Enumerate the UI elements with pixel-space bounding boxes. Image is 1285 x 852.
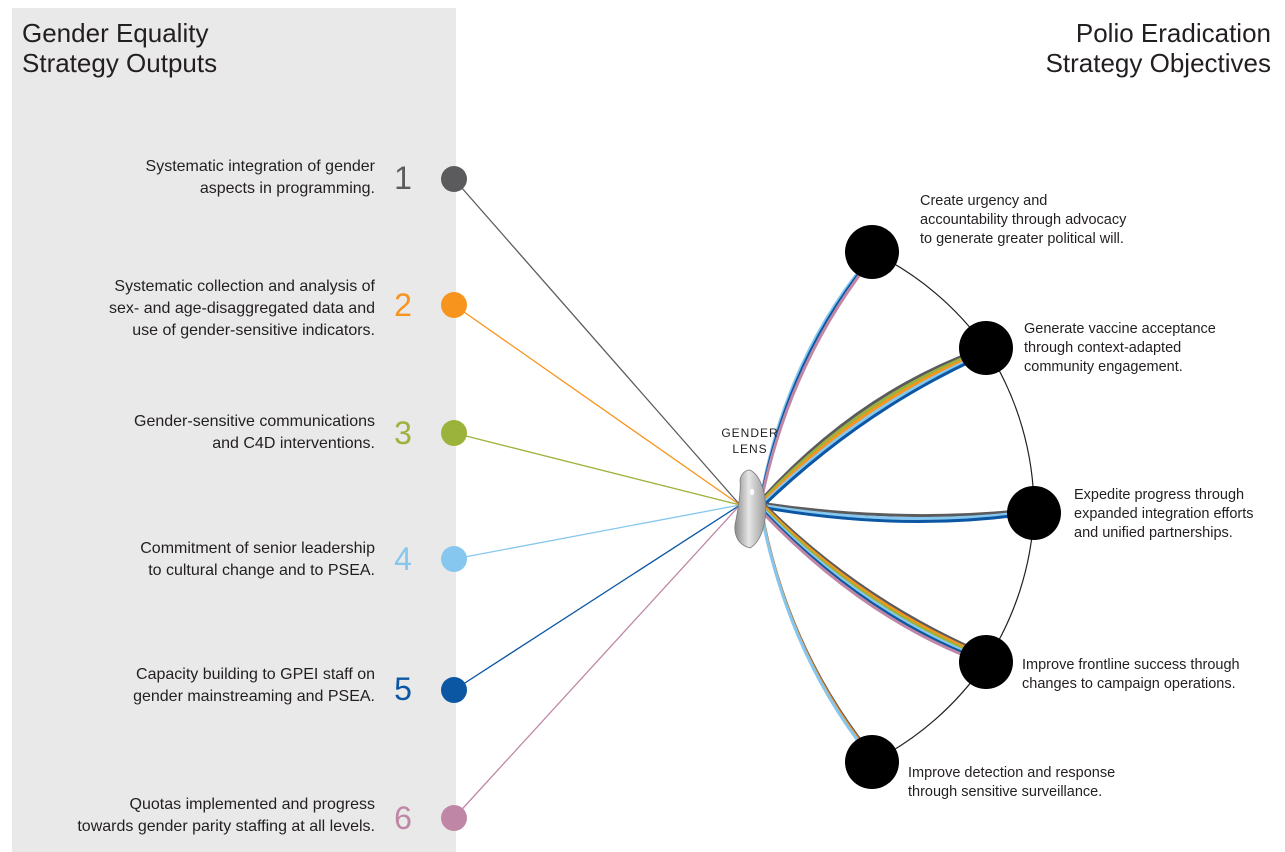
output-1-connector [453, 178, 741, 506]
objective-5-link-4 [758, 505, 869, 755]
objective-text-line: accountability through advocacy [920, 212, 1127, 228]
output-4-number: 4 [394, 541, 412, 577]
output-5-text: Capacity building to GPEI staff on gende… [45, 664, 375, 708]
objective-text-line: Create urgency and [920, 193, 1048, 209]
output-3-text: Gender-sensitive communications and C4D … [45, 411, 375, 455]
objective-text-line: to generate greater political will. [920, 231, 1124, 247]
output-6-text: Quotas implemented and progress towards … [45, 794, 375, 838]
objective-text-line: changes to campaign operations. [1022, 676, 1236, 692]
objectives-title-line: Polio Eradication [1075, 18, 1271, 48]
output-5-connector [453, 504, 741, 691]
lens-label-line: GENDER [721, 426, 779, 440]
outputs-title-line: Gender Equality [22, 18, 209, 48]
objective-text-line: community engagement. [1024, 359, 1183, 375]
objective-3-text: Expedite progress through expanded integ… [1074, 486, 1254, 543]
outputs-title-line: Strategy Outputs [22, 48, 218, 78]
objective-4-circle [959, 635, 1013, 689]
output-text-line: Systematic integration of gender [145, 158, 375, 175]
output-text-line: Commitment of senior leadership [140, 540, 375, 557]
output-2-text: Systematic collection and analysis of se… [45, 276, 375, 342]
output-6-number: 6 [394, 800, 412, 836]
objective-4-link-6 [758, 508, 978, 662]
objective-3-circle [1007, 486, 1061, 540]
output-text-line: towards gender parity staffing at all le… [77, 818, 375, 835]
objective-5-circle [845, 735, 899, 789]
output-text-line: aspects in programming. [199, 180, 375, 197]
output-6-dot [441, 805, 467, 831]
lens-label-line: LENS [732, 442, 768, 456]
objective-text-line: Expedite progress through [1074, 487, 1245, 503]
objectives-title-line: Strategy Objectives [1045, 48, 1271, 78]
outputs-panel [12, 8, 456, 852]
objective-circles [845, 225, 1061, 789]
output-text-line: Gender-sensitive communications [134, 413, 375, 430]
objective-2-link-4 [758, 355, 978, 509]
output-text-line: sex- and age-disaggregated data and [109, 300, 375, 317]
gender-lens-label: GENDER LENS [712, 425, 788, 457]
output-1-dot [441, 166, 467, 192]
output-5-dot [441, 677, 467, 703]
outputs-title: Gender Equality Strategy Outputs [22, 18, 322, 78]
objective-text-line: and unified partnerships. [1074, 525, 1233, 541]
output-3-number: 3 [394, 415, 412, 451]
output-3-dot [441, 420, 467, 446]
output-text-line: Systematic collection and analysis of [114, 278, 375, 295]
objective-4-link-2 [758, 500, 978, 654]
output-6-connector [453, 504, 741, 819]
output-connectors [453, 178, 741, 819]
objective-1-text: Create urgency and accountability throug… [920, 192, 1126, 249]
objective-text-line: Improve detection and response [908, 765, 1116, 781]
objective-text-line: expanded integration efforts [1074, 506, 1254, 522]
output-text-line: Quotas implemented and progress [129, 796, 375, 813]
objective-connectors [758, 259, 1024, 755]
objective-4-link-1 [758, 498, 978, 652]
output-text-line: and C4D interventions. [212, 435, 375, 452]
objective-3-link-4 [758, 503, 1024, 521]
objective-text-line: Improve frontline success through [1022, 657, 1240, 673]
objective-5-text: Improve detection and response through s… [908, 764, 1115, 802]
output-dots [441, 166, 467, 831]
output-2-dot [441, 292, 467, 318]
output-2-number: 2 [394, 287, 412, 323]
objective-text-line: through sensitive surveillance. [908, 784, 1103, 800]
objective-5-link-1 [758, 501, 869, 751]
output-1-text: Systematic integration of gender aspects… [45, 156, 375, 200]
objective-1-link-4 [758, 259, 869, 505]
output-1-number: 1 [394, 160, 412, 196]
objective-1-circle [845, 225, 899, 279]
output-4-text: Commitment of senior leadership to cultu… [45, 538, 375, 582]
objective-2-link-1 [758, 349, 978, 503]
objective-4-link-3 [758, 502, 978, 656]
objective-4-text: Improve frontline success through change… [1022, 656, 1240, 694]
objective-3-link-5 [758, 505, 1024, 524]
output-4-connector [453, 504, 741, 560]
gender-lens-icon [734, 469, 767, 549]
output-2-connector [453, 304, 741, 506]
output-4-dot [441, 546, 467, 572]
objective-2-circle [959, 321, 1013, 375]
objective-1-link-6 [758, 263, 869, 509]
output-5-number: 5 [394, 671, 412, 707]
objective-2-link-2 [758, 353, 978, 507]
output-text-line: Capacity building to GPEI staff on [136, 666, 375, 683]
objective-2-link-5 [758, 357, 978, 511]
objective-3-link-1 [758, 501, 1024, 518]
objective-text-line: through context-adapted [1024, 340, 1182, 356]
output-text-line: to cultural change and to PSEA. [148, 562, 375, 579]
objective-2-text: Generate vaccine acceptance through cont… [1024, 320, 1216, 377]
objective-4-link-4 [758, 504, 978, 658]
objective-5-link-2 [758, 503, 869, 753]
objective-1-link-5 [758, 261, 869, 507]
objective-text-line: Generate vaccine acceptance [1024, 321, 1216, 337]
objective-4-link-5 [758, 506, 978, 660]
output-text-line: use of gender-sensitive indicators. [132, 322, 375, 339]
output-3-connector [453, 432, 741, 506]
output-text-line: gender mainstreaming and PSEA. [133, 688, 375, 705]
objectives-title: Polio Eradication Strategy Objectives [971, 18, 1271, 78]
objective-2-link-3 [758, 351, 978, 505]
